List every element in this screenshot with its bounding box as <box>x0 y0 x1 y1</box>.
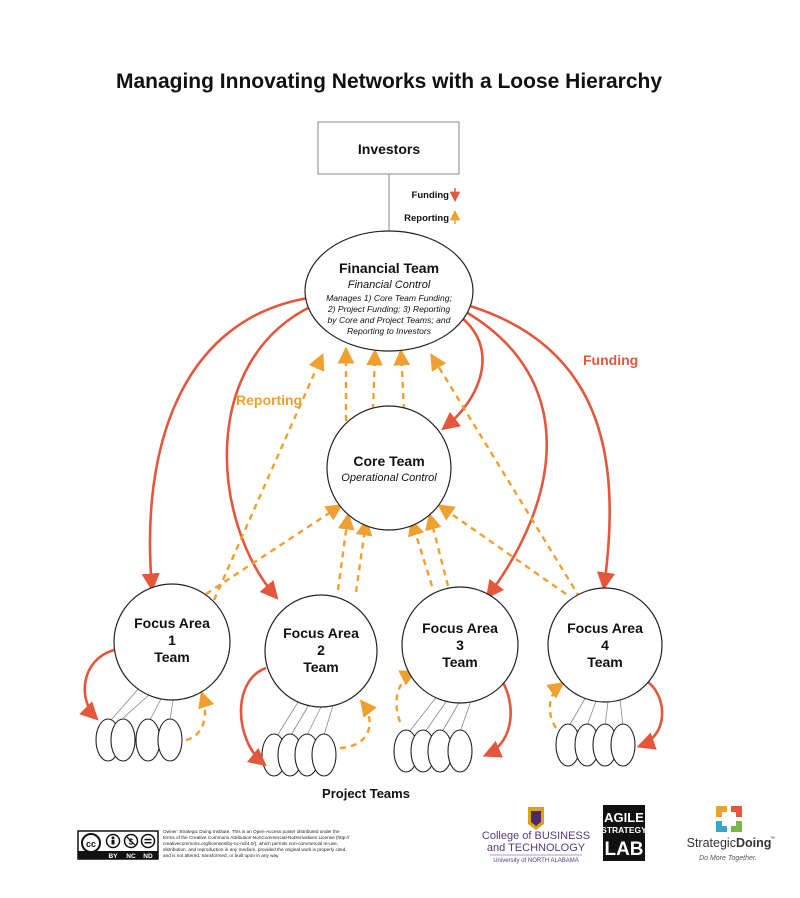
financial-team-desc-1: Manages 1) Core Team Funding; <box>326 293 452 303</box>
focus-area-4-line1: Focus Area <box>567 620 643 636</box>
core-team-subtitle: Operational Control <box>341 472 437 484</box>
funding-arrow-core <box>441 317 484 431</box>
strategic-doing-tagline: Do More Together. <box>699 855 757 862</box>
cc-term-by: BY <box>108 853 118 860</box>
focus-area-1: Focus Area 1 Team <box>79 583 231 762</box>
funding-arrow-focus-2 <box>225 304 313 600</box>
agile-line-3: LAB <box>604 839 643 860</box>
funding-arrows <box>141 296 615 600</box>
nd-icon <box>140 833 156 849</box>
cc-term-nc: NC <box>126 853 136 860</box>
license-line-5: and is not altered, transformed, or buil… <box>163 853 279 858</box>
focus-area-1-line2: 1 <box>168 632 176 648</box>
focus-area-1-line1: Focus Area <box>134 615 210 631</box>
reporting-arrows <box>205 346 582 601</box>
focus-area-2-line2: 2 <box>317 642 325 658</box>
strategic-doing-name: StrategicDoing <box>687 836 772 850</box>
reporting-focus4-to-financial <box>430 353 582 599</box>
reporting-focus2-to-core-a <box>336 512 355 591</box>
funding-label: Funding <box>583 352 638 368</box>
license-line-3: creativecommons.org/licenses/by-nc-nd/4.… <box>163 841 338 846</box>
reporting-core-to-financial-2 <box>366 348 383 411</box>
investors-label: Investors <box>358 141 420 157</box>
focus-area-2: Focus Area 2 Team <box>239 594 378 777</box>
reporting-focus2-to-core-b <box>354 518 373 593</box>
una-line-1: College of BUSINESS <box>482 830 590 842</box>
reporting-focus3-to-core-a <box>407 518 434 587</box>
reporting-focus1-to-core <box>205 504 343 596</box>
cc-term-nd: ND <box>143 853 153 860</box>
cc-icon: cc <box>86 839 96 849</box>
focus-area-4-line2: 4 <box>601 637 609 653</box>
cc-license-badge: cc $ BY NC ND <box>77 830 159 860</box>
strategic-doing-logo: StrategicDoing ™ Do More Together. <box>687 806 775 862</box>
reporting-core-to-financial-3 <box>393 348 411 411</box>
financial-team-subtitle: Financial Control <box>348 279 431 291</box>
focus-area-4-line3: Team <box>587 654 623 670</box>
project-teams-label: Project Teams <box>322 786 410 801</box>
strategic-doing-mark-icon <box>716 806 742 832</box>
license-line-2: terms of the Creative Commons Attributio… <box>163 835 350 840</box>
license-line-1: Owner: Strategic Doing Institute. This i… <box>163 829 340 834</box>
legend-funding-label: Funding <box>412 190 450 201</box>
focus-area-1-line3: Team <box>154 649 190 665</box>
reporting-focus4-to-core <box>437 504 567 595</box>
license-text: Owner: Strategic Doing Institute. This i… <box>163 829 350 858</box>
legend-key: Funding Reporting <box>404 188 461 224</box>
una-logo: College of BUSINESS and TECHNOLOGY Unive… <box>482 807 590 864</box>
agile-line-1: AGILE <box>604 810 644 825</box>
financial-team-desc-4: Reporting to Investors <box>347 326 432 336</box>
una-line-2: and TECHNOLOGY <box>487 842 586 854</box>
core-team-node: Core Team Operational Control <box>326 405 452 531</box>
funding-arrow-focus-3 <box>465 310 549 599</box>
financial-team-name: Financial Team <box>339 260 439 276</box>
focus-area-3: Focus Area 3 Team <box>393 586 519 773</box>
financial-team-node: Financial Team Financial Control Manages… <box>304 230 474 352</box>
focus-area-4: Focus Area 4 Team <box>546 587 664 767</box>
page-title: Managing Innovating Networks with a Loos… <box>116 70 662 93</box>
reporting-focus1-to-financial <box>212 352 325 601</box>
agile-strategy-lab-logo: AGILE STRATEGY LAB <box>601 805 647 861</box>
focus-area-3-line1: Focus Area <box>422 620 498 636</box>
agile-line-2: STRATEGY <box>601 825 647 835</box>
focus-area-2-line1: Focus Area <box>283 625 359 641</box>
core-team-name: Core Team <box>353 453 424 469</box>
investors-node: Investors <box>317 121 460 175</box>
focus-area-3-line2: 3 <box>456 637 464 653</box>
legend-reporting-label: Reporting <box>404 213 449 224</box>
focus-area-3-line3: Team <box>442 654 478 670</box>
reporting-label: Reporting <box>236 392 302 408</box>
financial-team-desc-2: 2) Project Funding; 3) Reporting <box>327 304 451 314</box>
funding-arrow-focus-4 <box>469 304 615 591</box>
financial-team-desc-3: by Core and Project Teams; and <box>328 315 451 325</box>
una-line-3: University of NORTH ALABAMA <box>493 858 579 864</box>
strategic-doing-tm: ™ <box>770 836 775 842</box>
reporting-focus3-to-core-b <box>425 512 450 587</box>
focus-area-2-line3: Team <box>303 659 339 675</box>
funding-arrow-focus-1 <box>141 296 309 592</box>
license-line-4: distribution, and reproduction in any me… <box>163 847 347 852</box>
